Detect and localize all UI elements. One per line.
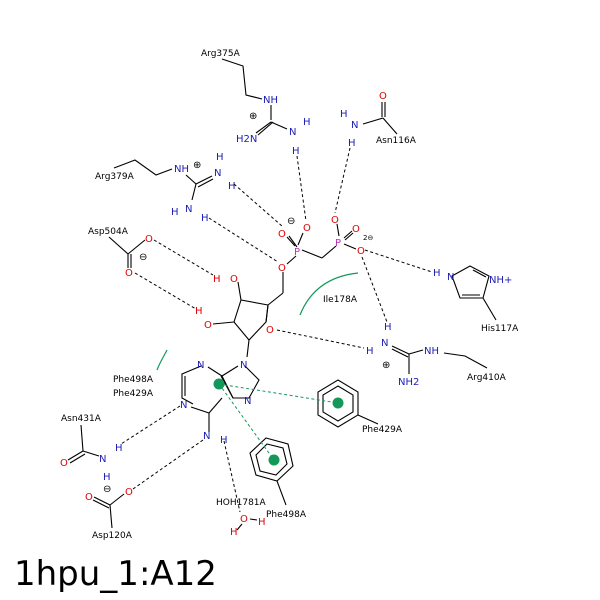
p1-minus-charge: ⊖ (287, 216, 295, 227)
arg410-nh2-atom: NH2 (398, 377, 419, 388)
arg375-nh-atom: NH (263, 95, 278, 106)
p1-atom: P (294, 247, 300, 258)
arg410-n1-atom: N (381, 338, 388, 349)
asn431-o-atom: O (60, 458, 68, 469)
phe498-label: Phe498A (266, 510, 307, 520)
p2-atom: P (335, 238, 341, 249)
asn116-label: Asn116A (376, 136, 417, 146)
asp120-o2-atom: O (125, 487, 133, 498)
phosphate-groups: ⊖ O O P O P O O 2⊖ O (278, 215, 373, 274)
arg379-n-atom: N (214, 168, 221, 179)
ribose-ring: O H O H O (195, 272, 284, 358)
asn431-h2-atom: H (103, 472, 111, 483)
arg410-plus-charge: ⊕ (382, 360, 390, 371)
asn431-n-atom: N (99, 454, 106, 465)
pi-stacking (218, 383, 339, 461)
adenine-n1-atom: N (180, 400, 187, 411)
asp504-minus-charge: ⊖ (139, 252, 147, 263)
arg379-nh-atom: NH (174, 164, 189, 175)
p1-o1-atom: O (303, 223, 311, 234)
diagram-title: 1hpu_1:A12 (14, 554, 217, 594)
asn431-h1-atom: H (115, 443, 123, 454)
asp120-label: Asp120A (92, 531, 133, 541)
arg375-residue: Arg375A NH H2N N H H ⊕ (201, 49, 311, 157)
asp504-residue: Asp504A O O ⊖ (88, 227, 153, 279)
arg410-h1-atom: H (384, 322, 392, 333)
arg379-h2-atom: H (228, 181, 236, 192)
ribose-o-atom: O (266, 325, 274, 336)
asn431-residue: Asn431A O N H H (60, 414, 123, 483)
phe498-phe429-hydrophobic: Phe498A Phe429A (113, 349, 168, 399)
adenine-n6-atom: N (203, 431, 210, 442)
p1-o3-atom: O (278, 263, 286, 274)
ribose-h1-atom: H (213, 274, 221, 285)
adenine-n3-atom: N (197, 360, 204, 371)
asp504-o1-atom: O (145, 234, 153, 245)
asp120-residue: ⊖ O O Asp120A (85, 484, 133, 541)
ile178-label: Ile178A (323, 295, 358, 305)
arg375-h2-atom: H (292, 146, 300, 157)
adenine-ring: N N N N N H (180, 360, 260, 446)
p2-o1-atom: O (331, 215, 339, 226)
ribose-h2-atom: H (195, 306, 203, 317)
arg410-nh-atom: NH (424, 346, 439, 357)
arg410-label: Arg410A (467, 373, 507, 383)
asn431-label: Asn431A (61, 414, 102, 424)
hoh1781-o-atom: O (240, 514, 248, 525)
hoh1781-h2-atom: H (230, 527, 238, 538)
arg379-h3-atom: H (171, 207, 179, 218)
asp120-minus-charge: ⊖ (103, 484, 111, 495)
hoh1781-label: HOH1781A (216, 498, 267, 508)
his117-residue: N H NH+ His117A (433, 265, 519, 334)
asp120-o1-atom: O (85, 492, 93, 503)
ribose-o2-atom: O (230, 274, 238, 285)
arg375-h2n-atom: H2N (236, 134, 257, 145)
asn116-n-atom: N (351, 120, 358, 131)
asn116-residue: O N H H Asn116A (340, 91, 417, 149)
p1-o2-atom: O (278, 229, 286, 240)
his117-h-atom: H (433, 268, 441, 279)
adenine-n7-atom: N (244, 396, 251, 407)
asn116-h1-atom: H (340, 109, 348, 120)
arg379-h4-atom: H (201, 213, 209, 224)
arg375-h1-atom: H (303, 117, 311, 128)
asp504-label: Asp504A (88, 227, 129, 237)
arg375-label: Arg375A (201, 49, 241, 59)
his117-label: His117A (481, 324, 519, 334)
arg410-h2-atom: H (366, 346, 374, 357)
asn116-o-atom: O (379, 91, 387, 102)
p2-o3-atom: O (357, 246, 365, 257)
hoh1781-h1-atom: H (258, 517, 266, 528)
arg379-plus-charge: ⊕ (193, 160, 201, 171)
asn116-h2-atom: H (348, 138, 356, 149)
arg379-nh2-atom: N (185, 204, 192, 215)
asp504-o2-atom: O (125, 268, 133, 279)
adenine-n9-atom: N (240, 360, 247, 371)
ribose-o3-atom: O (204, 320, 212, 331)
adenine-h6-atom: H (220, 435, 228, 446)
arg375-plus-charge: ⊕ (249, 111, 257, 122)
p2-o2-atom: O (352, 224, 360, 235)
arg379-label: Arg379A (95, 172, 135, 182)
hoh1781-residue: HOH1781A O H H (216, 498, 267, 538)
arg375-n-atom: N (289, 127, 296, 138)
ile178-residue: Ile178A (299, 272, 359, 316)
phe429-label: Phe429A (362, 425, 403, 435)
phe429-hydrophobic-label: Phe429A (113, 389, 154, 399)
arg379-h1-atom: H (216, 152, 224, 163)
arg379-residue: Arg379A NH ⊕ N H H N H H (95, 152, 236, 224)
phe498-hydrophobic-label: Phe498A (113, 375, 154, 385)
his117-nhplus-atom: NH+ (489, 275, 512, 286)
phe429-residue: Phe429A (317, 379, 403, 435)
phe429-ring-centroid (332, 397, 344, 409)
arg410-residue: H N H NH ⊕ NH2 Arg410A (366, 322, 507, 388)
p2-dianion-charge: 2⊖ (363, 234, 373, 242)
hydrogen-bonds (120, 147, 433, 513)
his117-n-atom: N (447, 272, 454, 283)
